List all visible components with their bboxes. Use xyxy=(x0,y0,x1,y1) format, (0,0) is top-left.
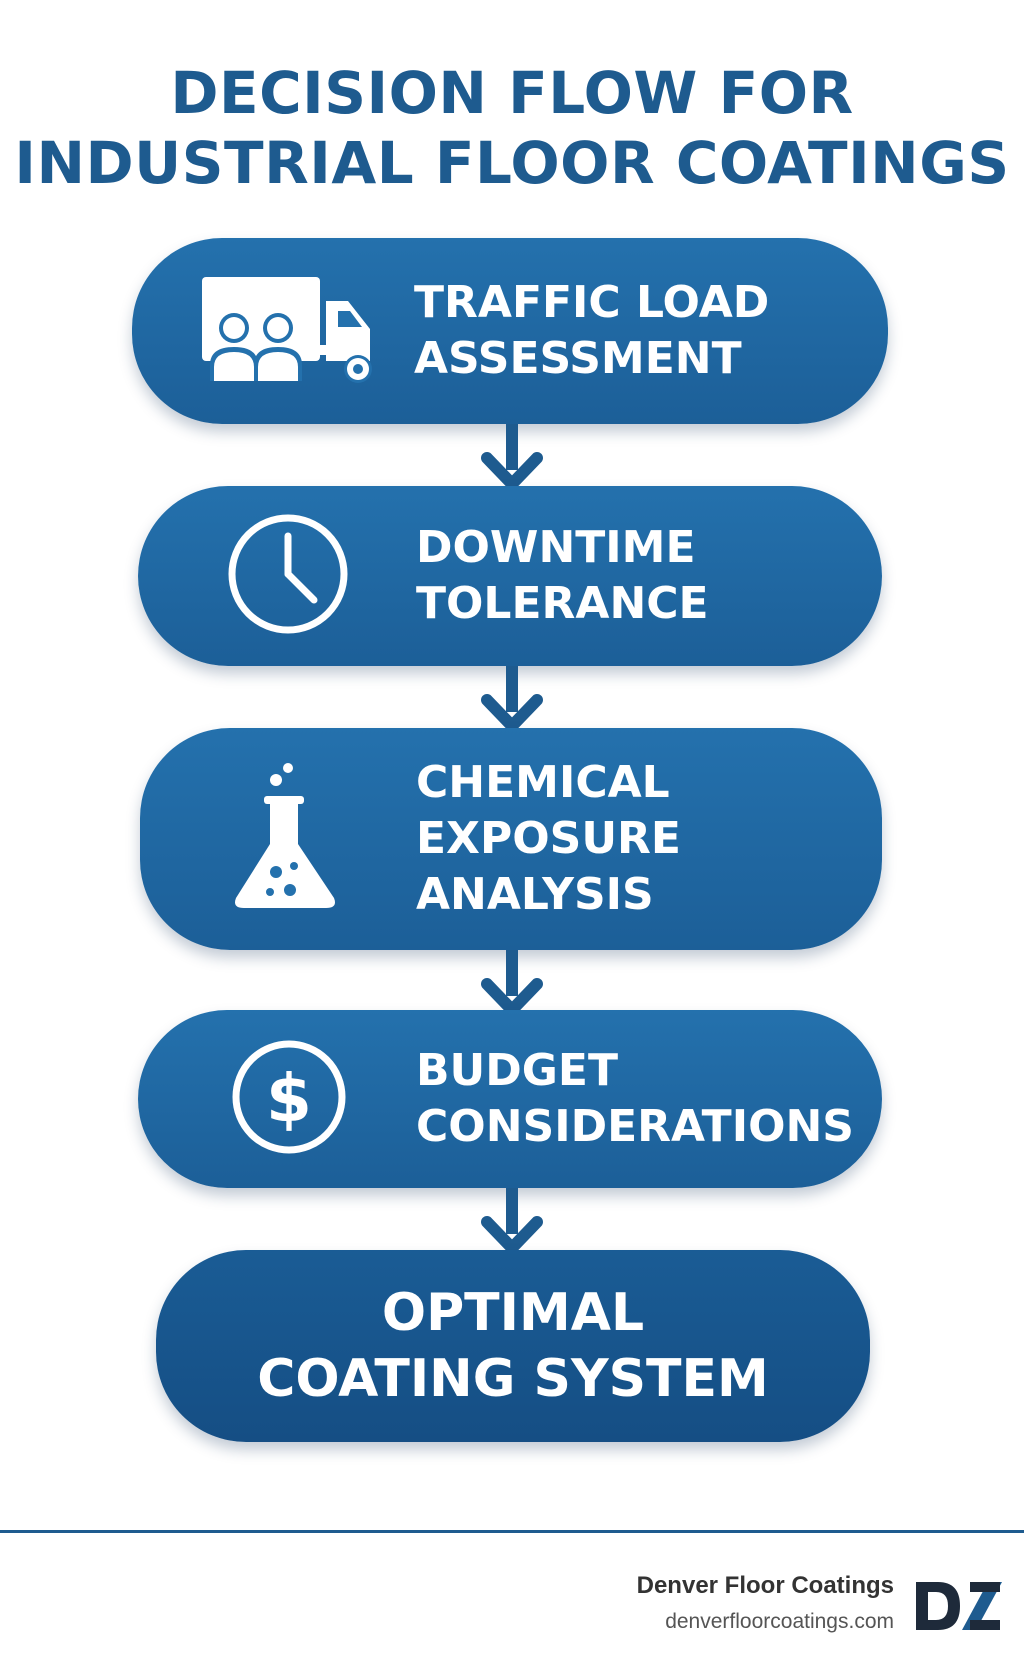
title-line-2: INDUSTRIAL FLOOR COATINGS xyxy=(14,129,1010,197)
result-label-line: OPTIMAL xyxy=(381,1283,645,1343)
step-label-line: ANALYSIS xyxy=(416,869,654,920)
step-budget: $ BUDGET CONSIDERATIONS xyxy=(138,1010,882,1188)
footer-divider xyxy=(0,1530,1024,1533)
footer-brand-name: Denver Floor Coatings xyxy=(636,1572,894,1599)
result-label: OPTIMAL COATING SYSTEM xyxy=(156,1280,870,1412)
step-label-line: EXPOSURE xyxy=(416,813,681,864)
flask-icon xyxy=(230,762,340,916)
step-label: DOWNTIME TOLERANCE xyxy=(416,520,709,632)
step-label: CHEMICAL EXPOSURE ANALYSIS xyxy=(416,755,681,923)
footer-brand-url: denverfloorcoatings.com xyxy=(665,1610,894,1633)
step-label-line: DOWNTIME xyxy=(416,522,696,573)
svg-text:$: $ xyxy=(266,1060,312,1137)
truck-people-icon xyxy=(198,273,382,389)
step-label: BUDGET CONSIDERATIONS xyxy=(416,1043,854,1155)
result-label-line: COATING SYSTEM xyxy=(257,1349,769,1409)
step-chemical-exposure: CHEMICAL EXPOSURE ANALYSIS xyxy=(140,728,882,950)
step-label-line: TOLERANCE xyxy=(416,578,709,629)
clock-icon xyxy=(226,512,350,640)
step-downtime: DOWNTIME TOLERANCE xyxy=(138,486,882,666)
step-traffic-load: TRAFFIC LOAD ASSESSMENT xyxy=(132,238,888,424)
dollar-coin-icon: $ xyxy=(230,1038,348,1160)
step-label-line: ASSESSMENT xyxy=(414,333,742,384)
step-label: TRAFFIC LOAD ASSESSMENT xyxy=(414,275,769,387)
flow-arrow xyxy=(481,666,543,732)
dfc-logo-icon xyxy=(916,1582,1002,1630)
title-line-1: DECISION FLOW FOR xyxy=(170,59,854,127)
step-label-line: TRAFFIC LOAD xyxy=(414,277,770,328)
step-label-line: CONSIDERATIONS xyxy=(416,1101,854,1152)
result-optimal-coating-system: OPTIMAL COATING SYSTEM xyxy=(156,1250,870,1442)
page-title: DECISION FLOW FOR INDUSTRIAL FLOOR COATI… xyxy=(0,58,1024,198)
step-label-line: BUDGET xyxy=(416,1045,618,1096)
flow-arrow xyxy=(481,1188,543,1254)
step-label-line: CHEMICAL xyxy=(416,757,670,808)
flow-arrow xyxy=(481,424,543,490)
